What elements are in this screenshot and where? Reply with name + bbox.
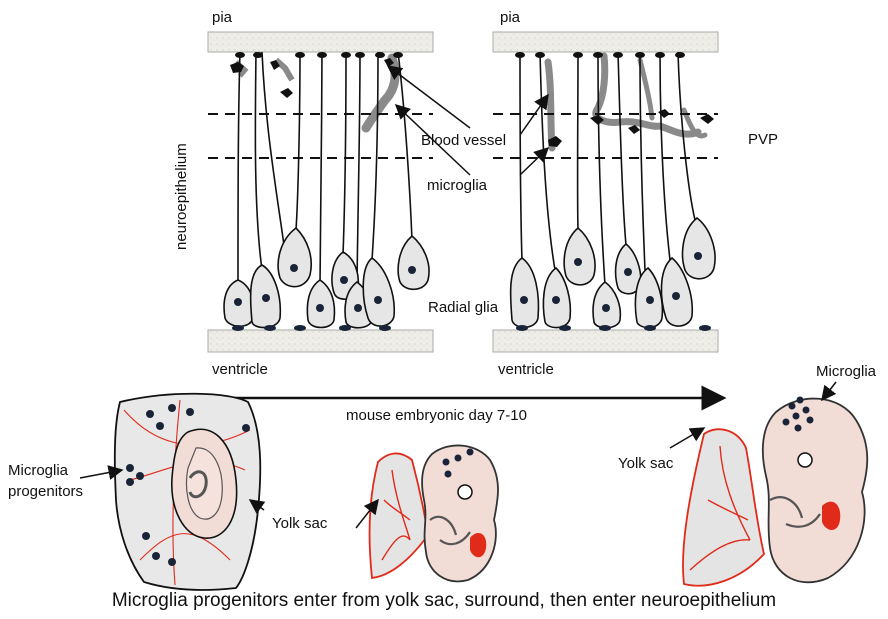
blood-vessels-right — [548, 56, 705, 148]
embryo-stage-3 — [683, 397, 867, 586]
embryo-stage-1 — [115, 394, 260, 590]
endfeet-pia-right — [515, 52, 685, 58]
ventricle-label-right: ventricle — [498, 361, 554, 378]
embryo-2-eye — [458, 485, 472, 499]
yolk-sac-label-1: Yolk sac — [272, 515, 328, 532]
microglia-label: microglia — [427, 177, 488, 194]
right-panel — [493, 32, 718, 352]
ventricle-label-left: ventricle — [212, 361, 268, 378]
microglia-progenitors-label-1: Microglia — [8, 462, 69, 479]
embryo-stage-2 — [370, 445, 498, 581]
ventricle-membrane-left — [208, 330, 433, 352]
embryo-3-eye — [798, 453, 812, 467]
neuroepithelium-label: neuroepithelium — [173, 143, 190, 250]
radial-glia-bodies-left — [224, 228, 429, 328]
microglia-cells-left — [230, 58, 394, 98]
pia-label-right: pia — [500, 9, 521, 26]
pvp-label: PVP — [748, 131, 778, 148]
pia-membrane-right — [493, 32, 718, 52]
yolk-sac-arrow-3 — [670, 428, 704, 448]
endfeet-pia-left — [235, 52, 403, 58]
figure-caption: Microglia progenitors enter from yolk sa… — [112, 590, 776, 611]
microglia-label-3: Microglia — [816, 363, 877, 380]
radial-glia-fibers-right — [520, 52, 695, 285]
microglia-arrow-3 — [822, 382, 836, 400]
pia-membrane-left — [208, 32, 433, 52]
embryo-3-body — [763, 399, 867, 583]
yolk-sac-2 — [370, 453, 428, 578]
pia-label-left: pia — [212, 9, 233, 26]
radial-glia-bodies-right — [511, 218, 715, 328]
radial-glia-label: Radial glia — [428, 299, 499, 316]
embryo-2-heart — [470, 533, 486, 557]
embryo-3-heart — [822, 502, 840, 530]
embryo-2-body — [422, 445, 498, 581]
blood-vessel-label: Blood vessel — [421, 132, 506, 149]
yolk-sac-label-3: Yolk sac — [618, 455, 674, 472]
microglia-progenitors-label-2: progenitors — [8, 483, 83, 500]
radial-glia-fibers-left — [238, 52, 412, 285]
vessel-fragment — [276, 60, 292, 80]
ventricle-membrane-right — [493, 330, 718, 352]
timeline-label: mouse embryonic day 7-10 — [346, 407, 527, 424]
left-panel — [208, 32, 433, 352]
